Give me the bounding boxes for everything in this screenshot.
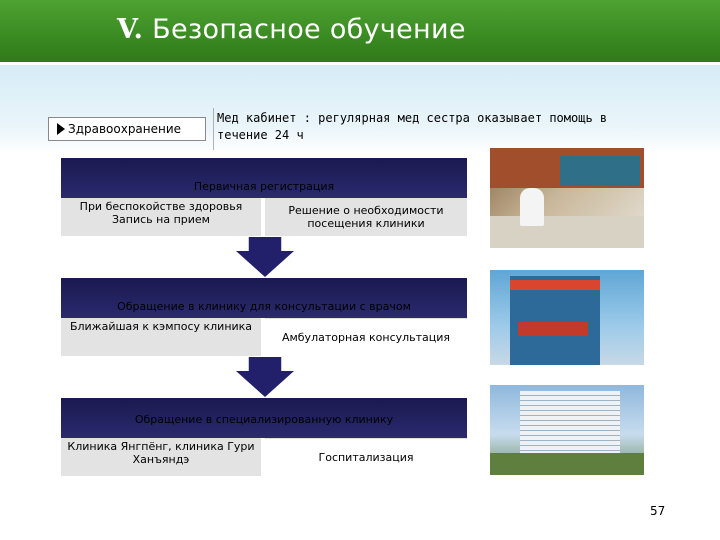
header-underline xyxy=(0,0,720,62)
flow-step-2-header xyxy=(61,278,467,318)
flow-step-2-right: Амбулаторная консультация xyxy=(265,318,467,356)
page-title: V. Безопасное обучение xyxy=(117,14,466,45)
flow-step-3-right: Госпитализация xyxy=(265,438,467,476)
category-tag: Здравоохранение xyxy=(48,117,206,141)
title-text: Безопасное обучение xyxy=(152,14,466,45)
flow-step-1-right: Решение о необходимости посещения клиник… xyxy=(265,198,467,236)
intro-text: Мед кабинет : регулярная мед сестра оказ… xyxy=(217,111,608,142)
flow-step-3-left: Клиника Янгпёнг, клиника Гури Ханъяндэ xyxy=(61,438,261,476)
flow-step-3-title: Обращение в специализированную клинику xyxy=(134,413,394,426)
category-tag-label: Здравоохранение xyxy=(68,122,182,136)
clinic-building-photo xyxy=(490,270,644,365)
intro-divider xyxy=(213,108,214,150)
flow-step-2-left: Ближайшая к кэмпосу клиника xyxy=(61,318,261,356)
flow-step-2-title: Обращение в клинику для консультации с в… xyxy=(117,300,411,313)
flow-step-1-left: При беспокойстве здоровья Запись на прие… xyxy=(61,198,261,236)
title-number: V. xyxy=(117,14,144,45)
medical-office-photo xyxy=(490,148,644,248)
flow-step-1-header xyxy=(61,158,467,198)
flow-step-1-title: Первичная регистрация xyxy=(193,180,335,193)
down-arrow-icon xyxy=(236,357,294,397)
triangle-right-icon xyxy=(57,123,65,135)
flow-step-3-header xyxy=(61,398,467,438)
down-arrow-icon xyxy=(236,237,294,277)
page-number: 57 xyxy=(650,504,666,518)
hospital-building-photo xyxy=(490,385,644,475)
